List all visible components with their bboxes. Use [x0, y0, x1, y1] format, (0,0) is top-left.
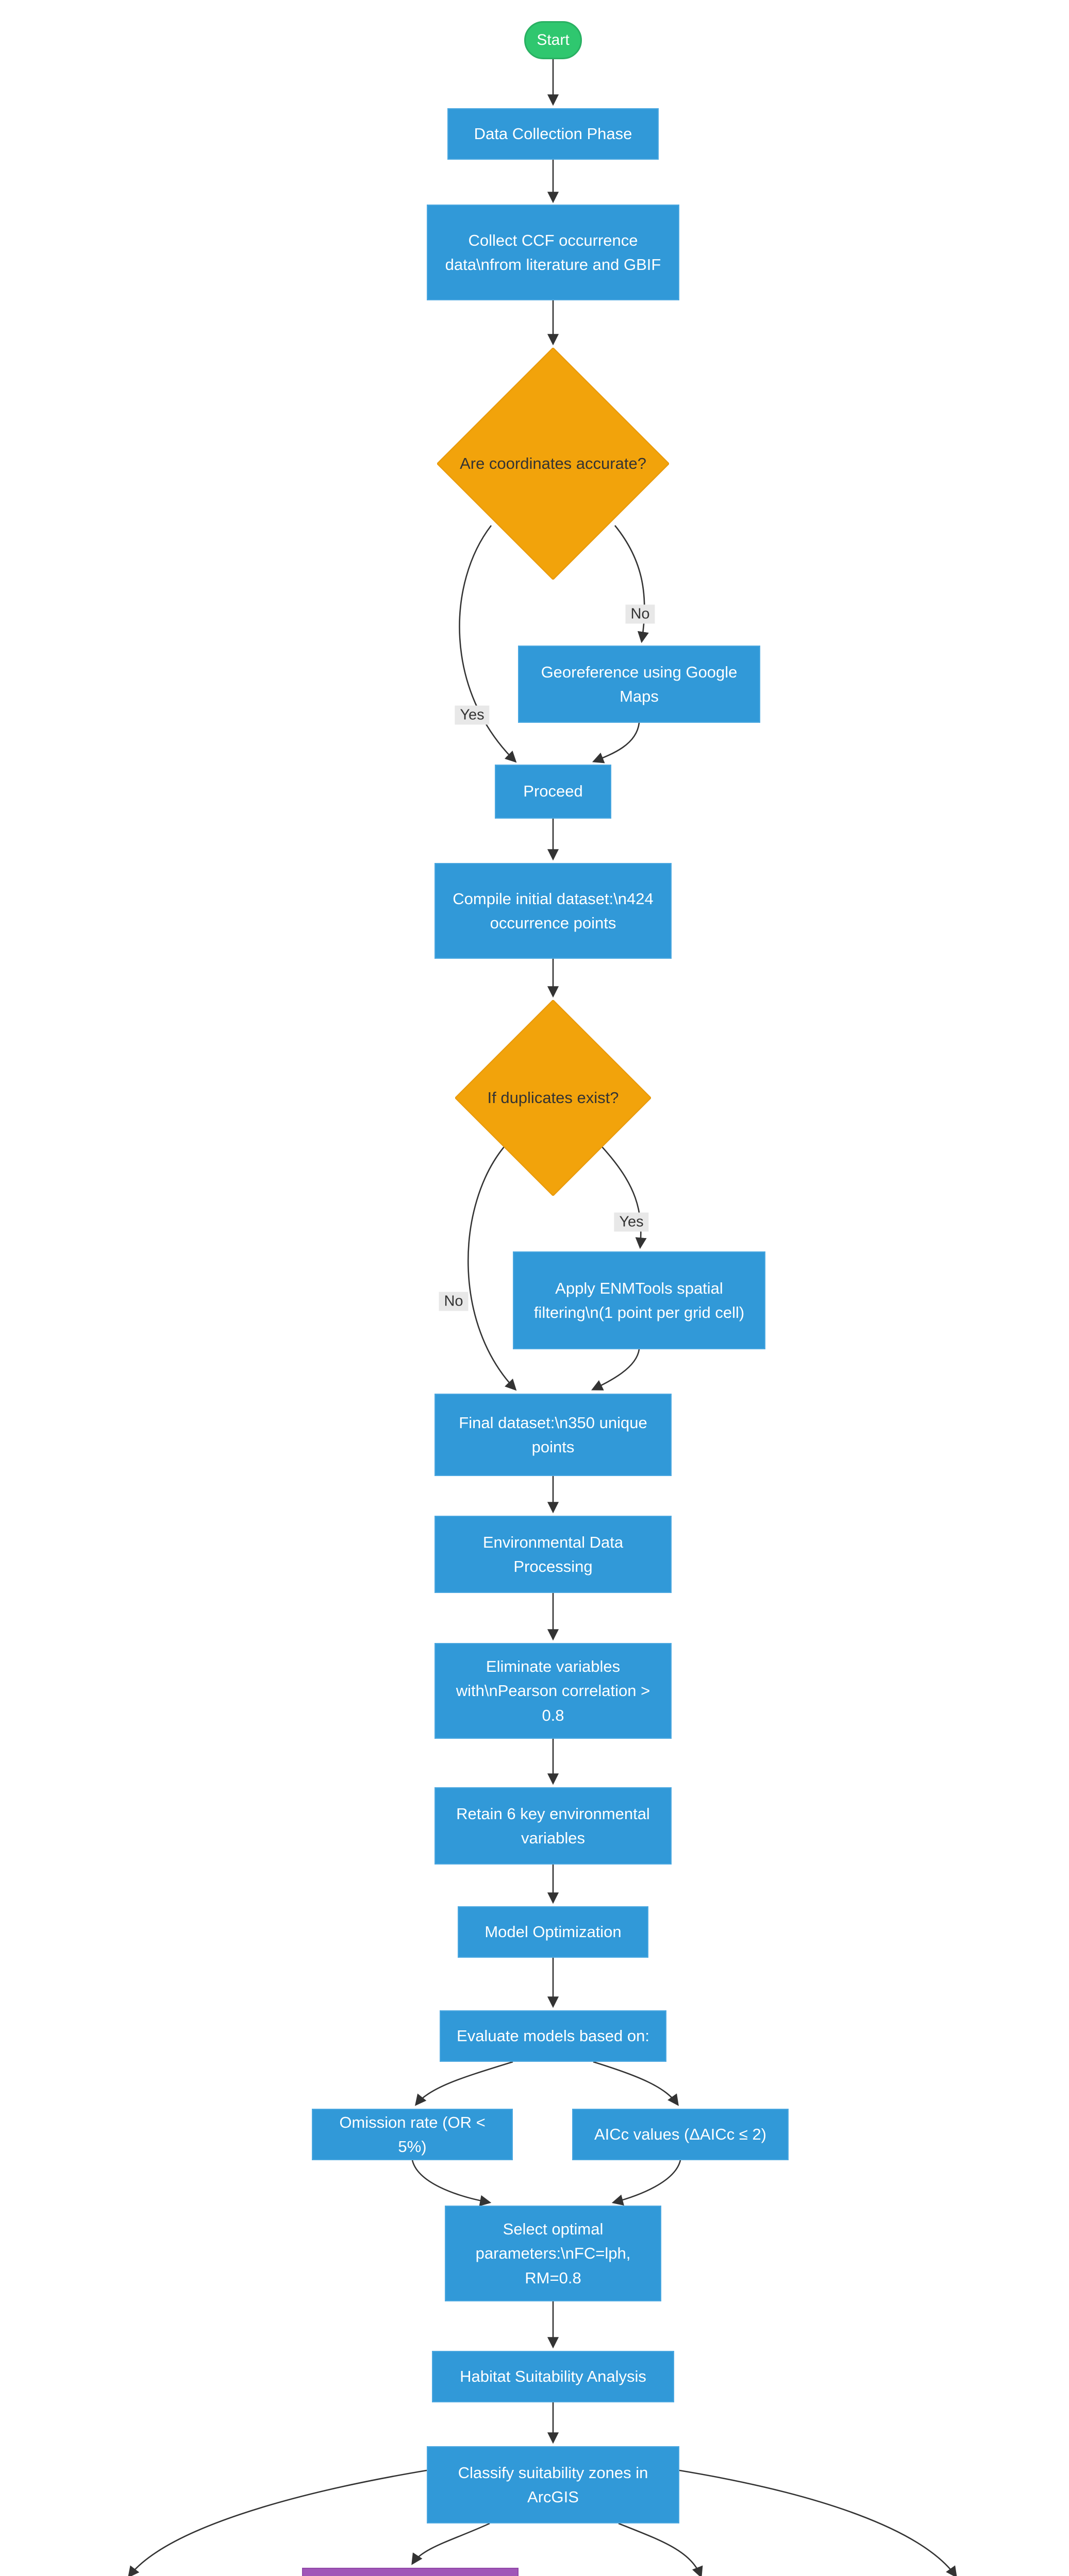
node-label: Start [537, 31, 570, 49]
node-label: Final dataset:\n350 unique points [459, 1413, 647, 1456]
node-label: Model Optimization [485, 1923, 622, 1941]
node-label: Proceed [523, 782, 583, 801]
edge-evaluate-models-to-omission-rate [414, 2061, 513, 2106]
node-coords-accurate: Are coordinates accurate? [437, 348, 669, 580]
node-label: Retain 6 key environmental variables [456, 1804, 650, 1847]
node-label: Environmental Data Processing [482, 1533, 624, 1575]
node-apply-enmtools: Apply ENMTools spatial filtering\n(1 poi… [513, 1251, 765, 1349]
edge-coords-accurate-to-proceed [459, 525, 517, 763]
node-georeference: Georeference using Google Maps [518, 646, 760, 723]
node-model-optimization: Model Optimization [458, 1906, 648, 1958]
edge-georeference-to-proceed [592, 722, 640, 764]
node-label: Classify suitability zones in ArcGIS [458, 2463, 648, 2506]
node-select-params: Select optimal parameters:\nFC=lph, RM=0… [445, 2206, 661, 2301]
decision-diamond-shape [455, 1000, 651, 1196]
node-label: Are coordinates accurate? [460, 454, 646, 473]
node-collect-ccf: Collect CCF occurrence data\nfrom litera… [427, 205, 679, 300]
edge-duplicates-exist-to-apply-enmtools [602, 1146, 647, 1249]
node-classify-zones: Classify suitability zones in ArcGIS [427, 2446, 679, 2523]
node-label: Georeference using Google Maps [541, 663, 738, 705]
edge-classify-zones-to-low-suitability [618, 2522, 703, 2576]
decision-diamond-shape [437, 348, 669, 580]
node-proceed: Proceed [495, 764, 611, 819]
node-start: Start [524, 21, 582, 59]
edge-label-no: No [439, 1292, 469, 1311]
node-omission-rate: Omission rate (OR < 5%) [312, 2109, 513, 2160]
node-env-processing: Environmental Data Processing [435, 1516, 672, 1593]
edge-omission-rate-to-select-params [411, 2160, 492, 2207]
node-final-dataset: Final dataset:\n350 unique points [435, 1394, 672, 1476]
node-eliminate-vars: Eliminate variables with\nPearson correl… [435, 1643, 672, 1739]
node-medium-suitability: Medium suitability (0.33-0.66) [302, 2568, 519, 2576]
edge-classify-zones-to-unsuitable [679, 2469, 957, 2576]
node-label: Data Collection Phase [474, 125, 632, 143]
node-data-collection: Data Collection Phase [447, 108, 659, 160]
node-label: Collect CCF occurrence data\nfrom litera… [445, 231, 661, 274]
node-aicc-values: AICc values (ΔAICc ≤ 2) [572, 2109, 789, 2160]
edge-classify-zones-to-high-suitability [127, 2469, 427, 2576]
edge-aicc-values-to-select-params [611, 2160, 681, 2206]
node-label: Evaluate models based on: [457, 2027, 649, 2045]
node-duplicates-exist: If duplicates exist? [455, 1000, 651, 1196]
node-label: If duplicates exist? [487, 1089, 619, 1107]
edge-classify-zones-to-medium-suitability [411, 2522, 490, 2565]
node-label: Compile initial dataset:\n424 occurrence… [453, 889, 654, 932]
node-label: Habitat Suitability Analysis [460, 2367, 646, 2386]
node-habitat-analysis: Habitat Suitability Analysis [432, 2351, 674, 2402]
node-label: Select optimal parameters:\nFC=lph, RM=0… [475, 2220, 631, 2287]
node-retain-vars: Retain 6 key environmental variables [435, 1787, 672, 1865]
node-compile-dataset: Compile initial dataset:\n424 occurrence… [435, 863, 672, 959]
node-label: Omission rate (OR < 5%) [339, 2113, 486, 2156]
edge-coords-accurate-to-georeference [614, 525, 649, 643]
edge-apply-enmtools-to-final-dataset [591, 1349, 640, 1391]
edge-label-no: No [625, 604, 655, 624]
node-label: AICc values (ΔAICc ≤ 2) [594, 2125, 767, 2144]
edge-label-yes: Yes [455, 705, 490, 725]
edge-label-yes: Yes [614, 1212, 649, 1232]
node-label: Apply ENMTools spatial filtering\n(1 poi… [533, 1279, 745, 1321]
edge-duplicates-exist-to-final-dataset [467, 1146, 517, 1391]
node-label: Eliminate variables with\nPearson correl… [456, 1657, 650, 1724]
node-evaluate-models: Evaluate models based on: [440, 2010, 666, 2062]
edge-evaluate-models-to-aicc-values [593, 2061, 679, 2106]
